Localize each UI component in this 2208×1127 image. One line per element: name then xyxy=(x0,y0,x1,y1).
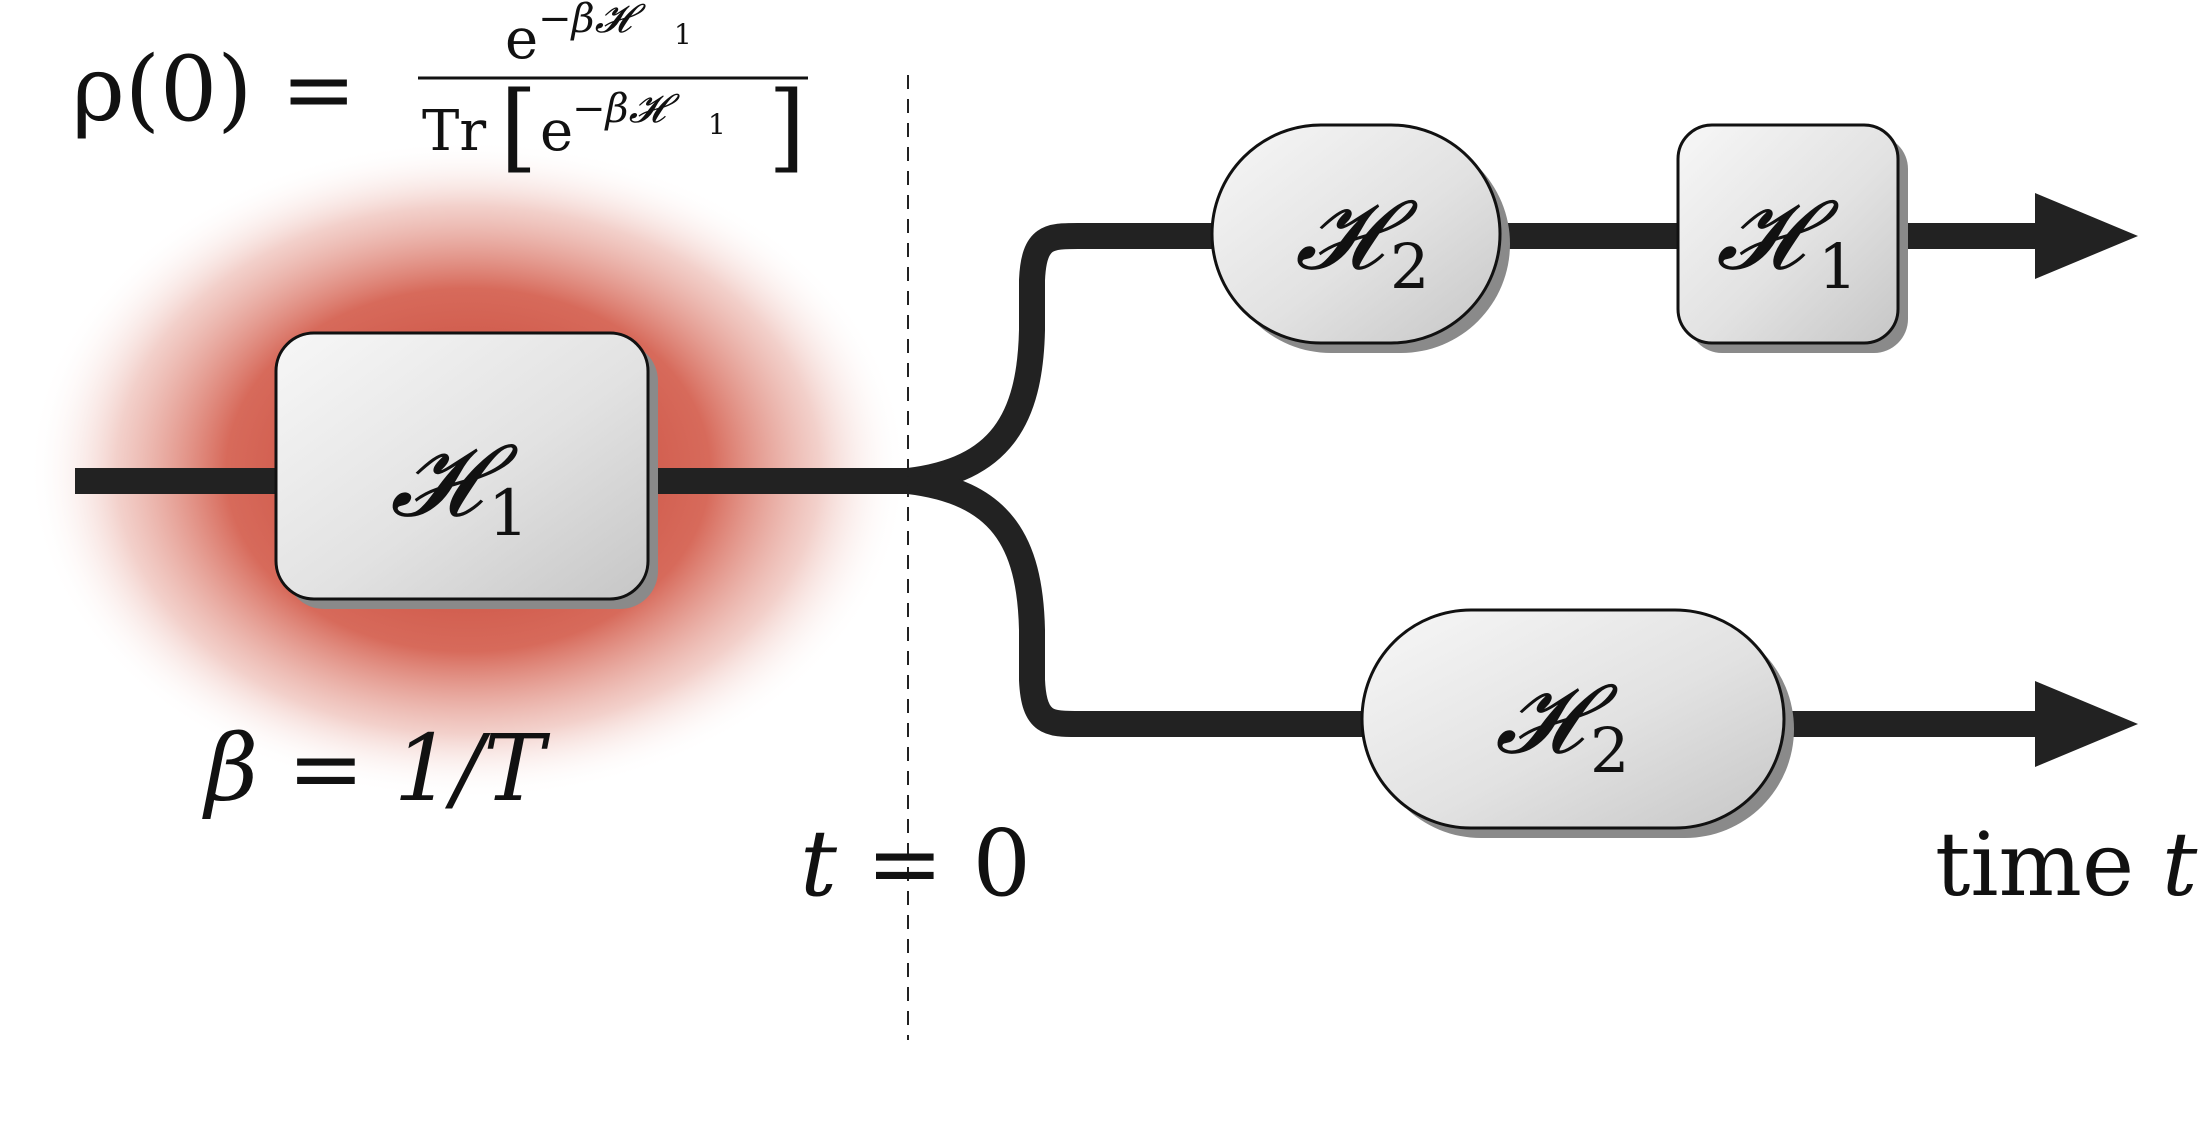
box-upper-h1-sub: 1 xyxy=(1818,230,1857,303)
t0-var: t xyxy=(800,810,838,917)
box-upper-h2-sub: 2 xyxy=(1390,230,1429,303)
equation-denominator-e: e xyxy=(540,99,573,164)
lower-branch-line xyxy=(906,468,2040,738)
box-upper-h2: 𝓗 2 xyxy=(1210,123,1510,353)
lower-arrowhead xyxy=(2035,681,2138,767)
equation-numerator-exp: −β𝓗 xyxy=(538,0,647,42)
density-matrix-equation: ρ(0) = e −β𝓗 1 Tr [ e −β𝓗 1 ] xyxy=(72,0,808,183)
box-lower-h2: 𝓗 2 xyxy=(1360,608,1794,838)
t0-rest: = 0 xyxy=(837,810,1031,917)
right-bracket: ] xyxy=(768,71,805,183)
box-lower-h2-sub: 2 xyxy=(1590,714,1629,787)
equation-numerator-e: e xyxy=(505,7,538,72)
time-axis-label: time t xyxy=(1935,813,2198,916)
beta-label: β = 1/T xyxy=(202,715,550,822)
equation-lhs: ρ(0) = xyxy=(72,37,356,142)
box-initial-sub: 1 xyxy=(488,477,529,551)
equation-denominator-exp: −β𝓗 xyxy=(572,86,681,132)
upper-branch-line xyxy=(906,222,2040,494)
equation-denominator-tr: Tr xyxy=(422,99,486,164)
time-word: time xyxy=(1935,813,2162,916)
equation-numerator-exp-sub: 1 xyxy=(674,18,692,51)
equation-denominator-exp-sub: 1 xyxy=(708,108,726,141)
box-initial-h1: 𝓗 1 xyxy=(274,331,658,609)
t0-label: t = 0 xyxy=(800,810,1031,917)
upper-arrowhead xyxy=(2035,193,2138,279)
left-bracket: [ xyxy=(500,71,537,183)
time-var: t xyxy=(2162,813,2198,916)
box-upper-h1: 𝓗 1 xyxy=(1676,123,1908,353)
